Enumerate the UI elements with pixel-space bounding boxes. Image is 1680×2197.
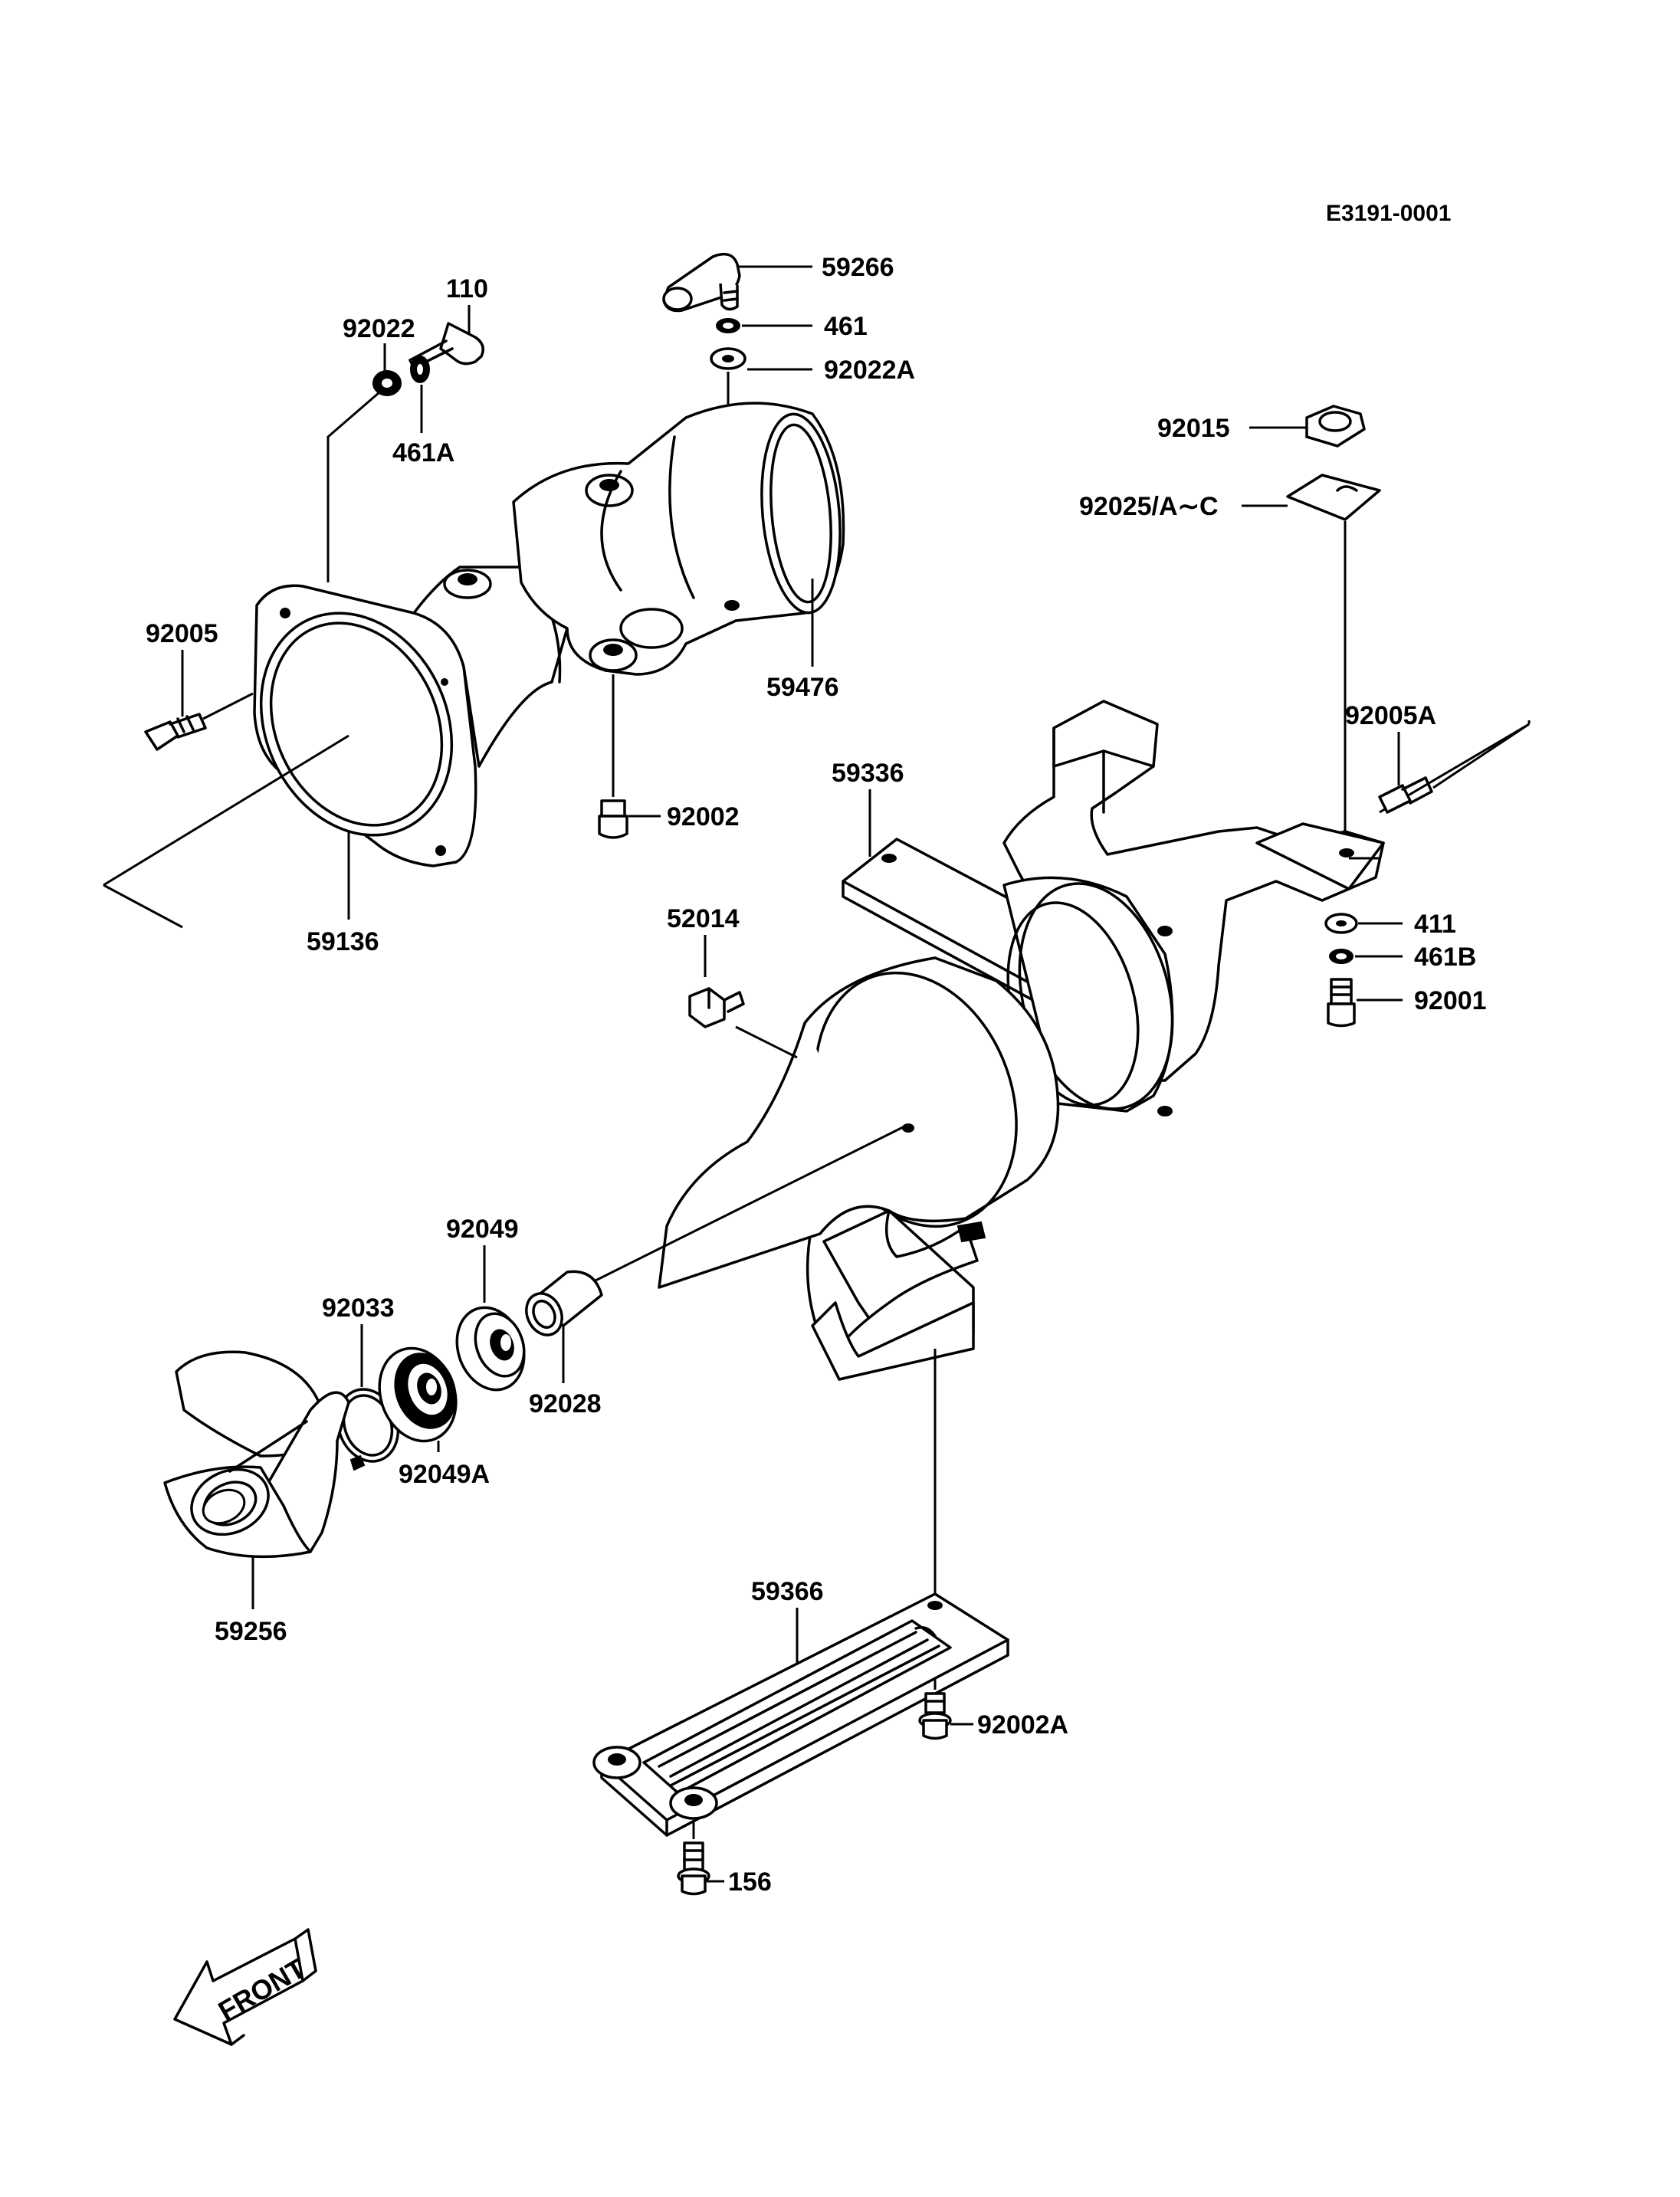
part-92022-nut [372,370,402,396]
label-59336: 59336 [832,759,904,788]
label-92001: 92001 [1414,986,1487,1015]
label-92033: 92033 [322,1294,395,1323]
part-59266-elbow-fitting [662,252,741,313]
label-110: 110 [446,274,488,303]
part-92005a-bolt [1378,776,1433,814]
part-92001-bolt [1327,978,1356,1028]
part-92025-shim-plate [1286,474,1381,521]
part-92005-bolt [144,713,207,751]
label-52014: 52014 [667,904,740,933]
label-59366: 59366 [751,1577,824,1606]
part-59366-ride-plate [592,1592,1009,1837]
label-411: 411 [1414,910,1456,939]
label-59476: 59476 [766,673,839,702]
part-59136-nozzle [253,566,569,867]
label-92002a: 92002A [977,1710,1068,1740]
part-59336-pump-case [658,700,1385,1381]
label-92022a: 92022A [824,356,915,385]
label-461: 461 [824,312,868,341]
drawing-code: E3191-0001 [1326,201,1451,226]
label-92049: 92049 [446,1215,519,1244]
part-92049-bearing [455,1306,526,1392]
label-92049a: 92049A [399,1460,490,1489]
label-461a: 461A [392,438,454,467]
label-156: 156 [728,1867,772,1897]
label-92005a: 92005A [1345,701,1436,730]
label-92028: 92028 [529,1389,602,1418]
label-461b: 461B [1414,943,1476,972]
label-92025: 92025/A∼C [1079,492,1219,521]
part-52014-fitting [688,987,745,1028]
part-92015-nut [1305,405,1366,448]
part-461a-washer [410,356,430,383]
label-59136: 59136 [307,927,379,956]
label-92015: 92015 [1157,414,1230,443]
label-59256: 59256 [215,1617,287,1646]
label-92022: 92022 [343,314,415,343]
part-156-bolt [677,1841,710,1896]
label-59266: 59266 [822,253,894,282]
part-59476-housing [512,402,845,676]
part-92028-collar [525,1270,603,1336]
label-92002: 92002 [667,802,740,831]
part-92002a-flange-bolt [918,1692,952,1740]
part-92002-bolt [598,799,628,839]
label-92005: 92005 [146,619,218,648]
part-59256-impeller [163,1350,350,1559]
front-direction-arrow: FRONT [173,1928,317,2046]
part-92049a-bearing [378,1346,458,1443]
part-110-bolt [409,322,484,369]
